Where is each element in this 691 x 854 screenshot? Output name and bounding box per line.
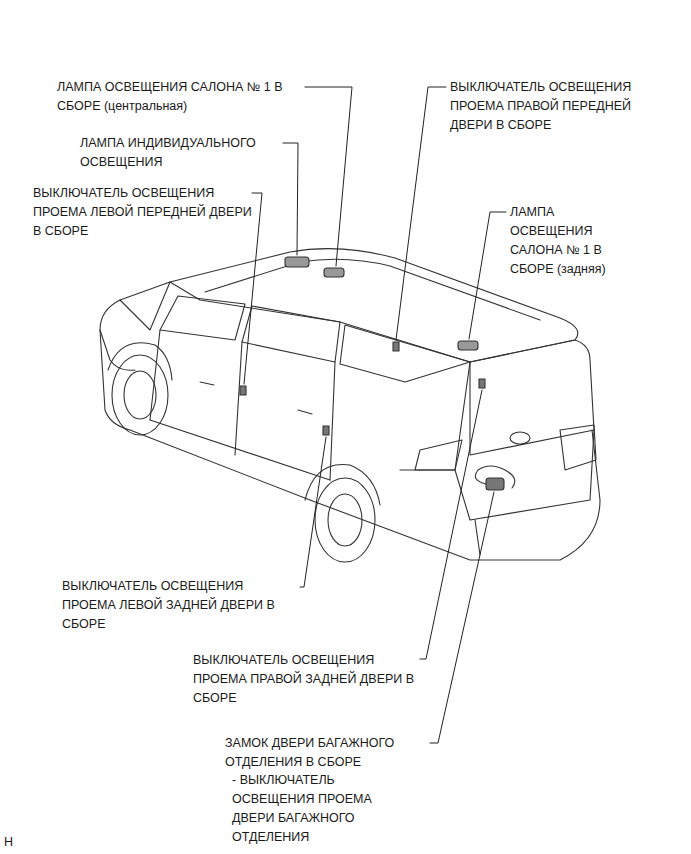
door-lines <box>150 330 335 480</box>
part-label: ВЫКЛЮЧАТЕЛЬ ОСВЕЩЕНИЯ ПРОЕМА ПРАВОЙ ЗАДН… <box>193 651 419 708</box>
leader-lines <box>244 87 506 743</box>
label-text: ВЫКЛЮЧАТЕЛЬ ОСВЕЩЕНИЯ ПРОЕМА ПРАВОЙ ЗАДН… <box>193 653 414 705</box>
rear-arch <box>305 464 380 505</box>
lf-door-switch <box>240 386 246 395</box>
label-text: ЗАМОК ДВЕРИ БАГАЖНОГО ОТДЕЛЕНИЯ В СБОРЕ <box>225 736 394 769</box>
front-window <box>160 296 245 340</box>
hatch-outline <box>455 362 594 520</box>
body-lower <box>100 330 600 560</box>
label-text: ВЫКЛЮЧАТЕЛЬ ОСВЕЩЕНИЯ ПРОЕМА ПРАВОЙ ПЕРЕ… <box>450 80 631 132</box>
rf-door-switch <box>393 342 399 351</box>
emblem <box>510 432 530 444</box>
tail-lines <box>400 470 480 555</box>
label-text: ВЫКЛЮЧАТЕЛЬ ОСВЕЩЕНИЯ ПРОЕМА ЛЕВОЙ ЗАДНЕ… <box>62 579 275 631</box>
sill-line <box>150 420 330 480</box>
rear-window <box>242 306 340 362</box>
label-text: - ВЫКЛЮЧАТЕЛЬ ОСВЕЩЕНИЯ ПРОЕМА ДВЕРИ БАГ… <box>232 773 372 844</box>
rear-room-lamp <box>458 341 478 350</box>
quarter-window <box>340 325 470 382</box>
label-text: ЛАМПА ИНДИВИДУАЛЬНОГО ОСВЕЩЕНИЯ <box>80 136 256 169</box>
front-hub <box>124 371 156 419</box>
label-text: H <box>4 835 13 849</box>
rr-door-switch <box>479 379 485 388</box>
part-label: ВЫКЛЮЧАТЕЛЬ ОСВЕЩЕНИЯ ПРОЕМА ЛЕВОЙ ЗАДНЕ… <box>62 577 298 634</box>
door-handles <box>200 382 312 414</box>
back-door-lock <box>486 478 504 490</box>
part-label: ВЫКЛЮЧАТЕЛЬ ОСВЕЩЕНИЯ ПРОЕМА ПРАВОЙ ПЕРЕ… <box>450 78 665 135</box>
part-label: ЗАМОК ДВЕРИ БАГАЖНОГО ОТДЕЛЕНИЯ В СБОРЕ <box>225 734 430 772</box>
part-label: ВЫКЛЮЧАТЕЛЬ ОСВЕЩЕНИЯ ПРОЕМА ЛЕВОЙ ПЕРЕД… <box>33 184 253 241</box>
lr-door-switch <box>323 426 329 435</box>
part-label: ЛАМПА ОСВЕЩЕНИЯ САЛОНА № 1 В СБОРЕ (задн… <box>510 203 622 279</box>
label-text: ЛАМПА ОСВЕЩЕНИЯ САЛОНА № 1 В СБОРЕ (цент… <box>57 80 283 113</box>
label-text: ВЫКЛЮЧАТЕЛЬ ОСВЕЩЕНИЯ ПРОЕМА ЛЕВОЙ ПЕРЕД… <box>33 186 252 238</box>
part-label: ЛАМПА ОСВЕЩЕНИЯ САЛОНА № 1 В СБОРЕ (цент… <box>57 78 307 116</box>
front-arch <box>108 343 172 380</box>
part-label: ЛАМПА ИНДИВИДУАЛЬНОГО ОСВЕЩЕНИЯ <box>80 134 285 172</box>
part-label: H <box>4 833 34 852</box>
part-label: - ВЫКЛЮЧАТЕЛЬ ОСВЕЩЕНИЯ ПРОЕМА ДВЕРИ БАГ… <box>232 771 407 847</box>
a-pillar <box>120 282 170 330</box>
label-text: ЛАМПА ОСВЕЩЕНИЯ САЛОНА № 1 В СБОРЕ (задн… <box>510 205 606 276</box>
lock-wire <box>475 466 514 488</box>
personal-lamp <box>285 257 309 267</box>
front-wheel <box>112 355 168 435</box>
hood-outline <box>100 282 170 370</box>
rear-wheel <box>315 478 375 562</box>
rear-hub <box>328 494 362 546</box>
center-room-lamp <box>324 268 344 277</box>
rear-glass <box>470 340 594 455</box>
tail-lamps <box>415 425 596 470</box>
